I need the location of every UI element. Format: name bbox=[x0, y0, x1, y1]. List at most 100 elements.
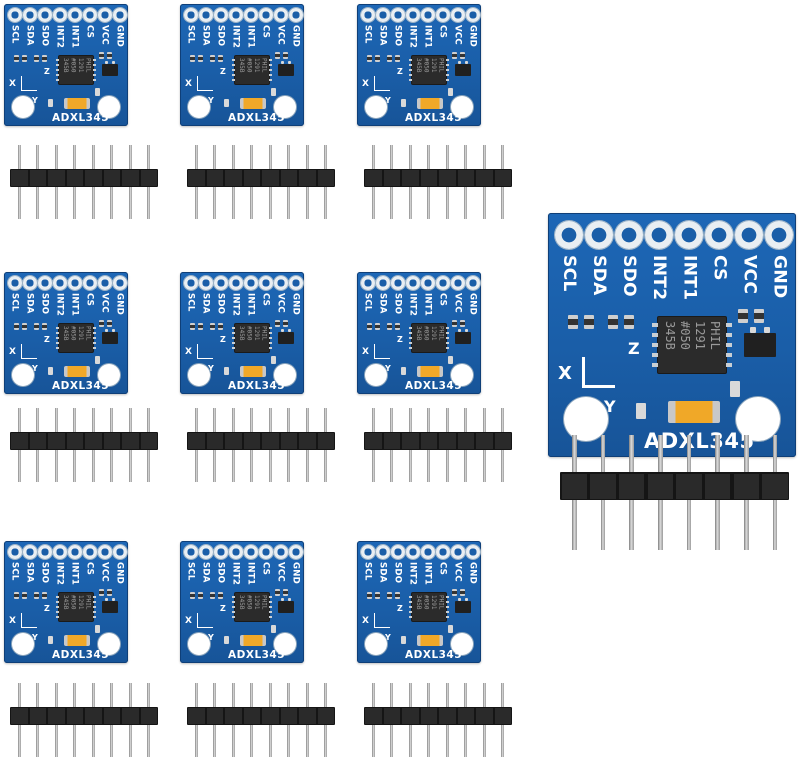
pin-pad bbox=[555, 221, 584, 249]
pin-label: GND bbox=[467, 293, 478, 315]
chip-leg bbox=[232, 69, 235, 71]
chip-leg bbox=[652, 333, 658, 337]
axis-arrow bbox=[197, 613, 213, 628]
chip-leg bbox=[409, 616, 412, 618]
smd-capacitor bbox=[448, 356, 453, 364]
pin-pad bbox=[198, 545, 213, 559]
chip-leg bbox=[269, 611, 272, 613]
chip-marking: #050 bbox=[245, 595, 253, 610]
header-segment bbox=[383, 170, 400, 186]
chip-leg bbox=[232, 347, 235, 349]
smd-resistor bbox=[190, 592, 195, 599]
header-plastic-body bbox=[187, 707, 335, 725]
pin-label: INT2 bbox=[54, 562, 65, 586]
pin-pad bbox=[273, 8, 288, 22]
regulator-leg bbox=[465, 598, 468, 601]
header-segment bbox=[140, 708, 157, 724]
axis-y-label: Y bbox=[208, 633, 214, 642]
chip-leg bbox=[56, 64, 59, 66]
header-segment bbox=[365, 708, 382, 724]
chip-leg bbox=[269, 342, 272, 344]
chip-leg bbox=[56, 79, 59, 81]
smd-resistor bbox=[42, 323, 47, 330]
module-name-label: ADXL345 bbox=[405, 649, 463, 661]
chip-leg bbox=[56, 606, 59, 608]
axis-x-label: X bbox=[362, 347, 369, 357]
pin-pad bbox=[52, 8, 67, 22]
pin-pad bbox=[97, 545, 112, 559]
axis-x-label: X bbox=[362, 79, 369, 89]
pin-pad bbox=[52, 276, 67, 290]
mounting-hole-right bbox=[274, 364, 296, 386]
axis-arrow bbox=[374, 613, 390, 628]
pin-pad bbox=[183, 8, 198, 22]
header-segment bbox=[280, 170, 297, 186]
header-segment bbox=[494, 708, 511, 724]
pin-label: SDA bbox=[24, 293, 35, 314]
chip-marking: 345B bbox=[415, 58, 422, 73]
smd-resistor bbox=[738, 309, 748, 323]
pin-label: SDO bbox=[215, 293, 226, 315]
axis-z-label: Z bbox=[397, 335, 403, 344]
chip-leg bbox=[446, 611, 449, 613]
regulator-leg bbox=[288, 329, 291, 332]
pin-label: SDO bbox=[39, 293, 50, 315]
mounting-hole-left bbox=[188, 96, 210, 118]
pin-label: SDO bbox=[39, 25, 50, 47]
smd-resistor bbox=[387, 592, 392, 599]
module-name-label: ADXL345 bbox=[228, 649, 286, 661]
smd-resistor bbox=[34, 592, 39, 599]
smd-resistor bbox=[367, 55, 372, 62]
pin-pad bbox=[22, 545, 37, 559]
voltage-regulator bbox=[744, 333, 776, 357]
module-name-label: ADXL345 bbox=[405, 380, 463, 392]
header-segment bbox=[122, 170, 139, 186]
tantalum-capacitor bbox=[64, 366, 90, 377]
chip-marking: #050 bbox=[422, 595, 430, 610]
chip-leg bbox=[726, 363, 732, 367]
header-segment bbox=[299, 170, 316, 186]
pin-pad bbox=[390, 545, 405, 559]
pin-pad bbox=[213, 8, 228, 22]
pin-label: INT2 bbox=[407, 293, 418, 317]
pin-label: SDO bbox=[392, 293, 403, 315]
pin-label: SDO bbox=[392, 25, 403, 47]
smd-resistor bbox=[42, 55, 47, 62]
smd-resistor bbox=[387, 323, 392, 330]
header-segment bbox=[66, 170, 83, 186]
chip-leg bbox=[93, 64, 96, 66]
header-segment bbox=[140, 170, 157, 186]
pin-label: SCL bbox=[9, 25, 20, 44]
axis-z-label: Z bbox=[44, 335, 50, 344]
header-plastic-body bbox=[364, 169, 512, 187]
chip-marking: 1291 bbox=[253, 58, 260, 73]
smd-resistor bbox=[452, 320, 457, 327]
header-segment bbox=[243, 433, 260, 449]
chip-leg bbox=[232, 337, 235, 339]
pin-label: GND bbox=[114, 25, 125, 47]
smd-resistor bbox=[367, 592, 372, 599]
pin-label: SDA bbox=[377, 562, 388, 583]
pin-label: SCL bbox=[185, 25, 196, 44]
regulator-leg bbox=[465, 61, 468, 64]
header-segment bbox=[122, 433, 139, 449]
chip-leg bbox=[409, 601, 412, 603]
header-segment bbox=[188, 433, 205, 449]
pin-label: GND bbox=[467, 562, 478, 584]
pin-pad bbox=[112, 545, 127, 559]
regulator-leg bbox=[288, 598, 291, 601]
pin-pad bbox=[375, 8, 390, 22]
pin-label: VCC bbox=[99, 25, 110, 45]
smd-capacitor bbox=[95, 88, 100, 96]
smd-capacitor bbox=[95, 356, 100, 364]
chip-leg bbox=[93, 342, 96, 344]
chip-leg bbox=[446, 64, 449, 66]
axis-y-label: Y bbox=[208, 364, 214, 373]
axis-x-label: X bbox=[9, 79, 16, 89]
pin-pad bbox=[645, 221, 674, 249]
chip-marking: 345B bbox=[415, 326, 422, 341]
chip-marking: PHIL bbox=[260, 595, 268, 610]
smd-resistor bbox=[198, 55, 203, 62]
pin-pad bbox=[288, 276, 303, 290]
